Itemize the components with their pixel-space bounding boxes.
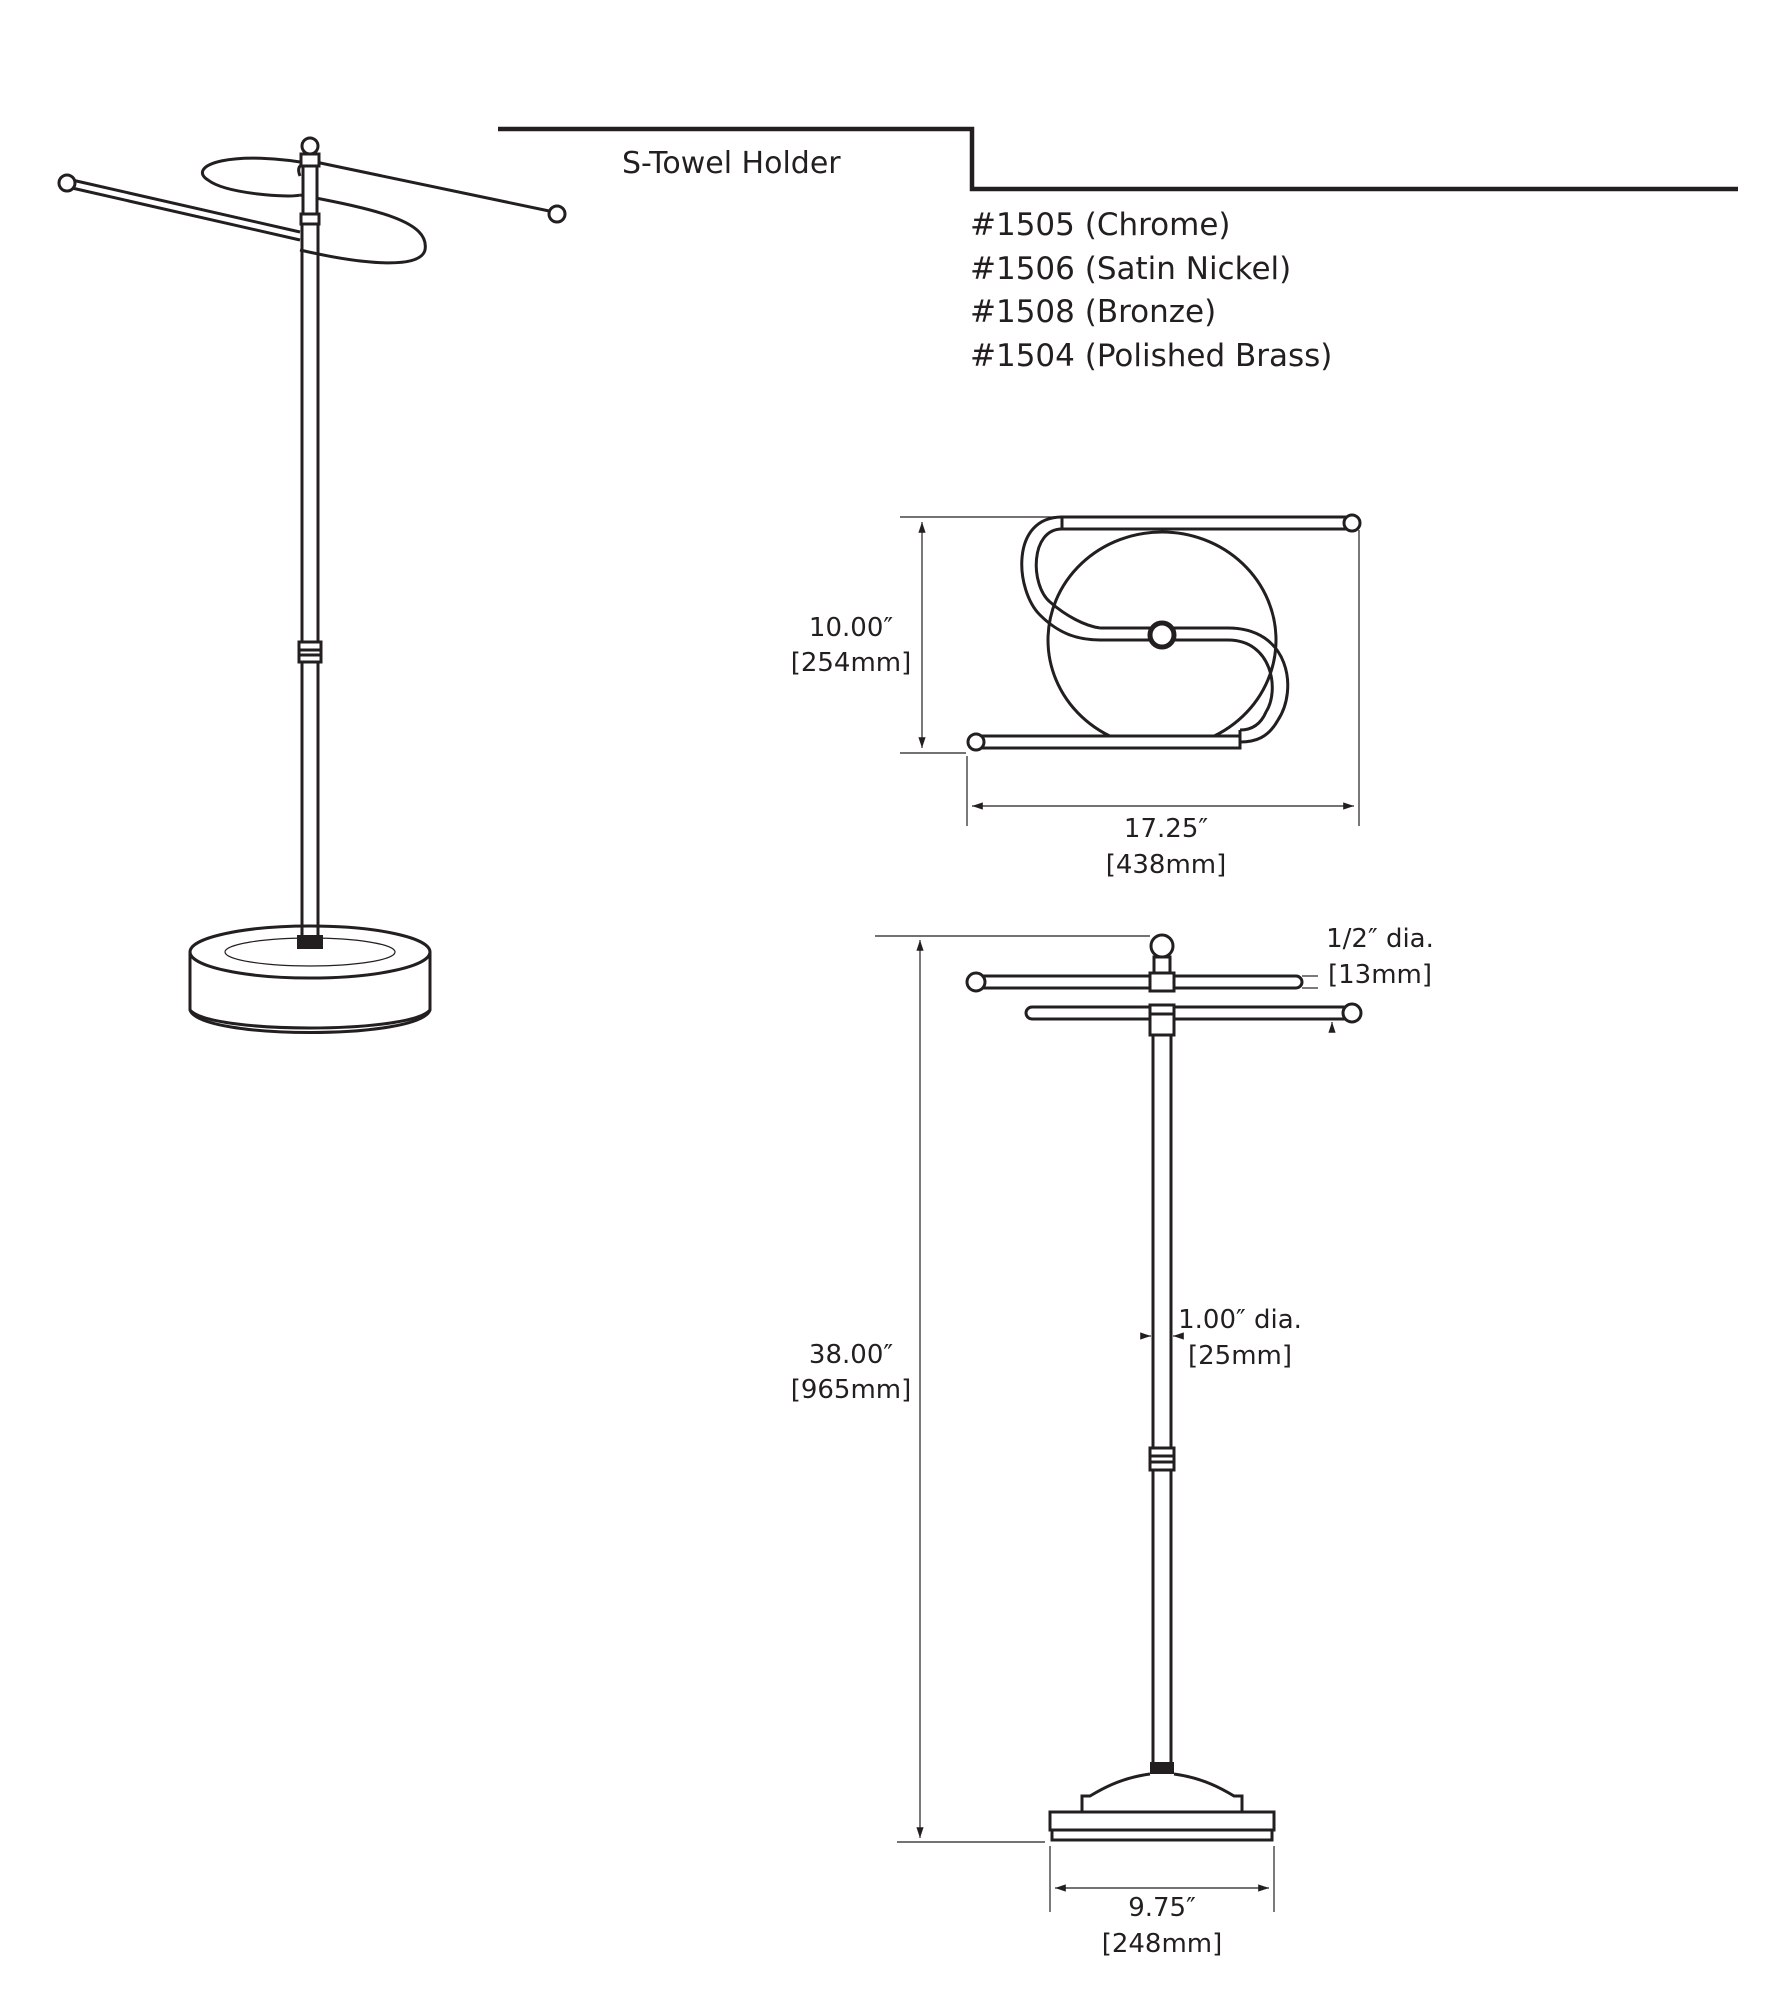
height-imperial: 38.00″ — [809, 1340, 893, 1370]
top-view — [966, 513, 1362, 752]
dimension-width — [966, 530, 1360, 826]
model-item: #1504 (Polished Brass) — [970, 338, 1332, 374]
model-list: #1505 (Chrome) #1506 (Satin Nickel) #150… — [970, 207, 1332, 374]
model-item: #1506 (Satin Nickel) — [970, 251, 1291, 287]
width-metric: [438mm] — [1106, 850, 1227, 880]
bar-diameter-metric: [13mm] — [1328, 960, 1432, 990]
dimension-bar-diameter — [1302, 975, 1336, 1033]
product-title: S-Towel Holder — [622, 146, 841, 181]
perspective-view — [57, 136, 567, 1034]
depth-metric: [254mm] — [791, 648, 912, 678]
model-item: #1508 (Bronze) — [970, 294, 1216, 330]
post-diameter-metric: [25mm] — [1188, 1341, 1292, 1371]
dimension-base-width — [1049, 1846, 1275, 1912]
width-imperial: 17.25″ — [1124, 814, 1208, 844]
dimension-depth — [900, 516, 1064, 754]
dimension-height — [875, 935, 1150, 1843]
model-item: #1505 (Chrome) — [970, 207, 1231, 243]
depth-imperial: 10.00″ — [809, 613, 893, 643]
height-metric: [965mm] — [791, 1375, 912, 1405]
base-width-metric: [248mm] — [1102, 1929, 1223, 1959]
front-view — [965, 933, 1363, 1842]
base-width-imperial: 9.75″ — [1128, 1893, 1196, 1923]
bar-diameter-imperial: 1/2″ dia. — [1326, 924, 1434, 954]
header-frame — [498, 126, 1738, 192]
post-diameter-imperial: 1.00″ dia. — [1178, 1305, 1302, 1335]
